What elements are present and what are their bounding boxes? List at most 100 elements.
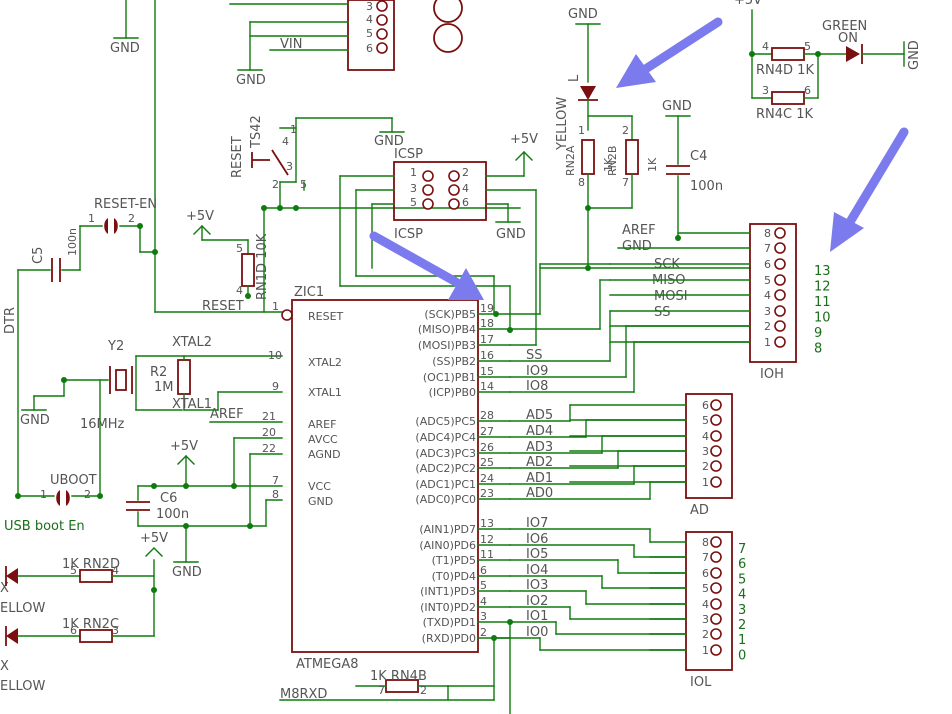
net-label: IO5 bbox=[526, 547, 548, 562]
svg-text:RESET-EN: RESET-EN bbox=[94, 197, 157, 212]
net-label: AD3 bbox=[526, 440, 553, 455]
ioh-pin bbox=[774, 274, 786, 286]
svg-text:20: 20 bbox=[262, 426, 276, 439]
net-label: SS bbox=[526, 348, 543, 363]
svg-text:2: 2 bbox=[420, 684, 427, 697]
svg-text:AGND: AGND bbox=[308, 448, 341, 461]
chip-pin-name: (ADC3)PC3 bbox=[415, 447, 476, 460]
svg-text:USB boot En: USB boot En bbox=[4, 519, 85, 534]
ioh-pin bbox=[774, 258, 786, 270]
chip-pin-name: (ADC5)PC5 bbox=[415, 415, 476, 428]
ioh-pin-number: 1 bbox=[764, 336, 771, 349]
svg-text:1: 1 bbox=[578, 124, 585, 137]
svg-text:22: 22 bbox=[262, 442, 276, 455]
junction-dot bbox=[231, 483, 237, 489]
chip-pin-name: (ICP)PB0 bbox=[429, 386, 476, 399]
chip-pin-number: 16 bbox=[480, 349, 494, 362]
svg-text:GND: GND bbox=[110, 41, 140, 56]
capacitor-c6: C6 100n GND bbox=[126, 485, 202, 580]
chip-pin-number: 26 bbox=[480, 441, 494, 454]
net-label: IO7 bbox=[526, 516, 548, 531]
svg-text:16MHz: 16MHz bbox=[80, 417, 125, 432]
chip-pin-name: (ADC4)PC4 bbox=[415, 431, 476, 444]
reset-net: RESET 1 bbox=[154, 299, 293, 321]
svg-text:+5V: +5V bbox=[510, 132, 538, 147]
ad-pin-number: 3 bbox=[702, 445, 709, 458]
chip-pin-name: (ADC2)PC2 bbox=[415, 462, 476, 475]
junction-dot bbox=[15, 493, 21, 499]
net-label: AD5 bbox=[526, 408, 553, 423]
svg-text:7: 7 bbox=[272, 474, 279, 487]
chip-pin-number: 12 bbox=[480, 533, 494, 546]
svg-text:RN2A: RN2A bbox=[564, 145, 577, 176]
junction-dot bbox=[137, 223, 143, 229]
svg-text:VIN: VIN bbox=[280, 37, 302, 52]
ad-pin-number: 2 bbox=[702, 460, 709, 473]
svg-text:RN2B: RN2B bbox=[606, 146, 619, 176]
iol-pin-number: 1 bbox=[702, 644, 709, 657]
ad-pin-number: 1 bbox=[702, 476, 709, 489]
svg-text:AREF: AREF bbox=[308, 418, 336, 431]
ioh-pin-number: 7 bbox=[764, 242, 771, 255]
svg-text:DTR: DTR bbox=[3, 307, 18, 334]
svg-text:1: 1 bbox=[290, 123, 297, 136]
svg-text:3: 3 bbox=[286, 160, 293, 173]
svg-text:GND: GND bbox=[662, 99, 692, 114]
svg-text:ZIC1: ZIC1 bbox=[294, 285, 324, 300]
iol-pin-number: 8 bbox=[702, 536, 709, 549]
svg-text:100n: 100n bbox=[156, 507, 189, 522]
ad-pin bbox=[710, 445, 722, 457]
power-header: GND VIN 3 4 5 6 bbox=[229, 0, 395, 88]
uboot-jumper: UBOOT 1 2 USB boot En bbox=[4, 379, 101, 534]
svg-text:100n: 100n bbox=[690, 179, 723, 194]
svg-text:AD: AD bbox=[690, 503, 709, 518]
iol-pin bbox=[710, 551, 722, 563]
svg-text:ATMEGA8: ATMEGA8 bbox=[296, 657, 359, 672]
chip-pin-number: 17 bbox=[480, 333, 494, 346]
capacitor-c5: C5 100n DTR bbox=[3, 228, 81, 497]
svg-text:+5V: +5V bbox=[170, 439, 198, 454]
svg-text:GND: GND bbox=[374, 134, 404, 149]
svg-text:10: 10 bbox=[268, 349, 282, 362]
chip-pin-name: (RXD)PD0 bbox=[422, 632, 476, 645]
iol-arduino-label: 4 bbox=[738, 588, 746, 603]
svg-text:8: 8 bbox=[272, 488, 279, 501]
iol-pin-number: 6 bbox=[702, 567, 709, 580]
svg-text:21: 21 bbox=[262, 410, 276, 423]
ioh-pin-number: 4 bbox=[764, 289, 771, 302]
chip-pin-name: (SCK)PB5 bbox=[424, 308, 476, 321]
svg-text:6: 6 bbox=[804, 84, 811, 97]
svg-text:9: 9 bbox=[272, 380, 279, 393]
atmega8-chip: ZIC1 ATMEGA8 RESET XTAL2 XTAL1 AREF AVCC… bbox=[291, 285, 479, 672]
svg-text:ICSP: ICSP bbox=[394, 147, 423, 162]
junction-dot bbox=[61, 377, 67, 383]
chip-pin-name: (INT0)PD2 bbox=[420, 601, 476, 614]
svg-text:4: 4 bbox=[112, 564, 119, 577]
svg-text:1K RN4B: 1K RN4B bbox=[370, 669, 427, 684]
svg-text:6: 6 bbox=[462, 196, 469, 209]
svg-text:X: X bbox=[0, 581, 9, 596]
pullup-rn1d: +5V 5 4 RN1D 10K bbox=[186, 207, 270, 313]
iol-arduino-label: 6 bbox=[738, 557, 746, 572]
junction-dot bbox=[183, 523, 189, 529]
svg-text:AREF: AREF bbox=[622, 223, 656, 238]
chip-pin-number: 18 bbox=[480, 317, 494, 330]
chip-pin-number: 24 bbox=[480, 472, 494, 485]
ioh-pin-number: 6 bbox=[764, 258, 771, 271]
svg-text:1K RN2C: 1K RN2C bbox=[62, 617, 119, 632]
ad-pin-number: 6 bbox=[702, 399, 709, 412]
net-label: IO0 bbox=[526, 625, 548, 640]
chip-pin-number: 23 bbox=[480, 487, 494, 500]
iol-pin bbox=[710, 598, 722, 610]
svg-text:R2: R2 bbox=[150, 365, 167, 380]
iol-arduino-label: 3 bbox=[738, 603, 746, 618]
net-label: IO6 bbox=[526, 532, 548, 547]
svg-text:4: 4 bbox=[762, 40, 769, 53]
capacitor-c4: GND C4 100n bbox=[662, 99, 723, 239]
svg-text:2: 2 bbox=[128, 212, 135, 225]
led-rx: X ELLOW 5 4 1K RN2D bbox=[0, 557, 155, 616]
svg-text:GND: GND bbox=[622, 239, 652, 254]
svg-text:5: 5 bbox=[804, 40, 811, 53]
